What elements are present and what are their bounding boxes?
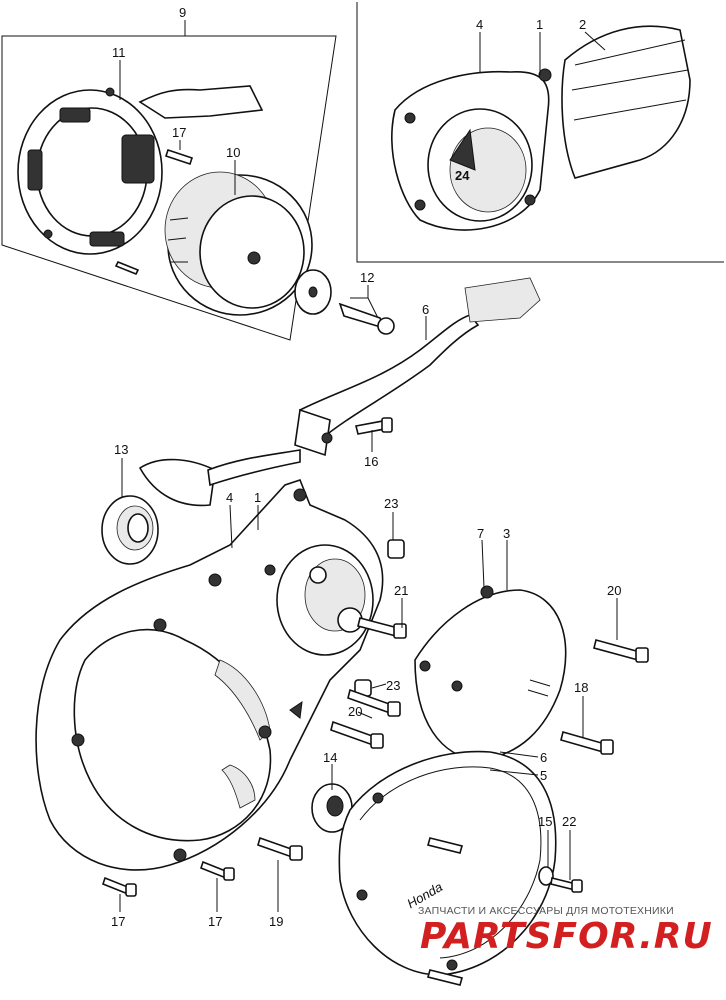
callout-11: 11 [112, 45, 126, 60]
callout-9: 9 [179, 5, 186, 20]
callout-6-cover: 6 [540, 750, 547, 765]
callout-18: 18 [574, 680, 588, 695]
crankcase-cover-parts-4-1 [35, 479, 384, 871]
rotor-part-10 [164, 171, 313, 316]
callout-4: 4 [226, 490, 233, 505]
callout-14: 14 [323, 750, 337, 765]
kick-lever-part-6 [138, 277, 541, 507]
outer-cover-part-5: Honda [338, 750, 557, 976]
washer-and-bolt-part-12 [294, 269, 395, 335]
watermark-logo[interactable]: PARTSFOR.RU [420, 916, 713, 957]
callout-20-left: 20 [348, 704, 362, 719]
callout-10: 10 [226, 145, 240, 160]
callout-5: 5 [540, 768, 547, 783]
callout-6-lever: 6 [422, 302, 429, 317]
seal-ring-part-13 [101, 495, 159, 565]
bolt-part-19 [257, 836, 303, 861]
bolt-part-17-center [200, 860, 235, 881]
callout-2: 2 [579, 17, 586, 32]
bolt-part-20-right [593, 639, 649, 663]
callout-4-top: 4 [476, 17, 483, 32]
callout-21: 21 [394, 583, 408, 598]
bolt-part-18 [560, 731, 614, 755]
callout-3: 3 [503, 526, 510, 541]
callout-22: 22 [562, 814, 576, 829]
leader-lines [119, 20, 618, 912]
callout-7: 7 [477, 526, 484, 541]
inset-frame-right [356, 2, 724, 263]
bolt-part-17-left [102, 876, 137, 897]
callout-17-left: 17 [111, 914, 125, 929]
callout-1-top: 1 [536, 17, 543, 32]
bolts-part-20-left [330, 688, 401, 749]
bolt-part-22 [550, 877, 583, 893]
callout-19: 19 [269, 914, 283, 929]
bolt-part-16 [355, 417, 393, 435]
small-bolt-17-top [114, 148, 194, 276]
callout-23-bottom: 23 [386, 678, 400, 693]
callout-labels: 9 11 17 10 12 4 1 2 6 13 16 4 1 23 7 3 2… [111, 5, 621, 929]
cover-marking: 24 [455, 168, 470, 183]
callout-1: 1 [254, 490, 261, 505]
callout-15: 15 [538, 814, 552, 829]
callout-17-top: 17 [172, 125, 186, 140]
dowel-pins-part-23 [354, 539, 405, 697]
bottom-bolt [427, 969, 463, 986]
upper-cover-assembly: 24 [391, 25, 691, 231]
stator-frame-part-11 [17, 85, 264, 255]
callout-23-top: 23 [384, 496, 398, 511]
callout-13: 13 [114, 442, 128, 457]
callout-20-right: 20 [607, 583, 621, 598]
watermark-tagline: ЗАПЧАСТИ И АКСЕССУАРЫ ДЛЯ МОТОТЕХНИКИ [418, 905, 674, 917]
callout-17-center: 17 [208, 914, 222, 929]
callout-16: 16 [364, 454, 378, 469]
small-cover-parts-3-7 [414, 585, 567, 761]
inset-frame-left [1, 35, 337, 341]
callout-12: 12 [360, 270, 374, 285]
washer-part-15 [538, 866, 554, 886]
bolt-part-21 [357, 617, 407, 639]
